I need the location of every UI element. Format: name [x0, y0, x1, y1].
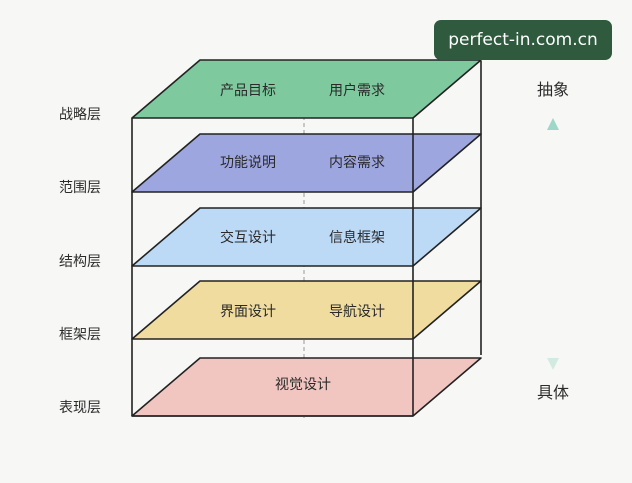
- layer-label-strategy: 战略层: [59, 107, 101, 123]
- item-visual-design: 视觉设计: [275, 377, 331, 393]
- watermark: perfect-in.com.cn: [434, 20, 612, 60]
- layer-label-structure: 结构层: [59, 254, 101, 270]
- axis-top-label: 抽象: [537, 80, 569, 99]
- axis-arrow-down: [547, 358, 559, 370]
- item-function-spec: 功能说明: [220, 155, 276, 171]
- item-content-needs: 内容需求: [329, 154, 385, 171]
- plane-scope: [131, 133, 482, 193]
- item-info-architecture: 信息框架: [329, 229, 385, 246]
- item-interaction-design: 交互设计: [220, 229, 276, 246]
- abstraction-axis: 抽象 具体: [537, 80, 569, 402]
- plane-structure: [131, 207, 482, 267]
- item-interface-design: 界面设计: [220, 304, 276, 320]
- item-navigation-design: 导航设计: [329, 304, 385, 320]
- layer-label-skeleton: 框架层: [59, 327, 101, 343]
- item-user-needs: 用户需求: [329, 82, 385, 99]
- axis-arrow-up: [547, 118, 559, 130]
- plane-strategy: [131, 59, 482, 119]
- layer-label-surface: 表现层: [59, 400, 101, 416]
- axis-bottom-label: 具体: [537, 383, 569, 402]
- plane-skeleton: [131, 280, 482, 340]
- item-product-goal: 产品目标: [220, 83, 276, 99]
- cube-front-edges: [131, 118, 414, 417]
- layer-label-scope: 范围层: [59, 179, 101, 196]
